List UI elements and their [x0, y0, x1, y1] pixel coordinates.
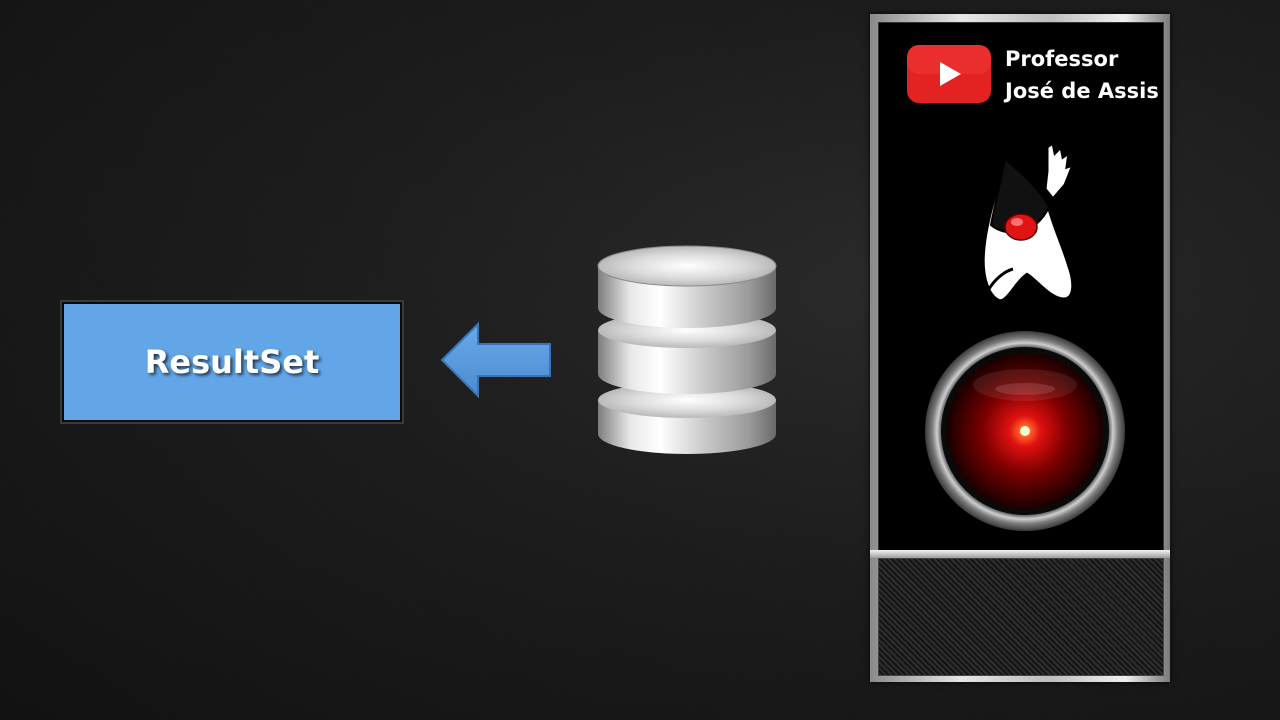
hal-speaker-grille: [878, 558, 1164, 676]
hal-screen: Professor José de Assis: [878, 22, 1164, 552]
database-cylinder-icon: [597, 245, 777, 454]
hal-divider: [870, 550, 1170, 558]
resultset-box: ResultSet: [62, 302, 402, 422]
youtube-play-icon: [907, 45, 991, 103]
java-duke-icon: [980, 141, 1076, 304]
channel-name-line1: Professor: [1005, 47, 1119, 71]
hal-panel: Professor José de Assis: [870, 14, 1170, 682]
left-arrow-icon: [440, 322, 551, 398]
hal-eye-icon: [925, 331, 1125, 531]
resultset-label: ResultSet: [144, 343, 320, 381]
channel-name-line2: José de Assis: [1005, 79, 1159, 103]
channel-name: Professor José de Assis: [1005, 43, 1165, 107]
